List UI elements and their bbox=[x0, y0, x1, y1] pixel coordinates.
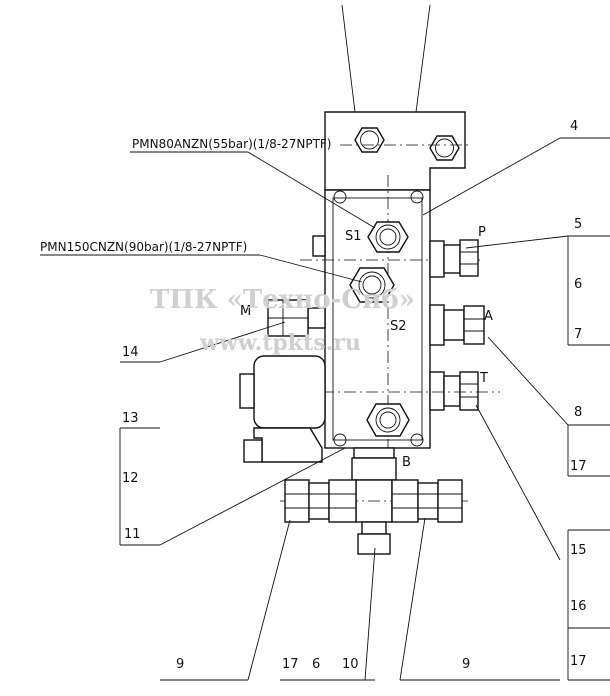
callout-9-right: 9 bbox=[462, 657, 470, 672]
port-label-t: T bbox=[479, 371, 488, 386]
mounting-block bbox=[324, 111, 470, 191]
top-leaders bbox=[341, 4, 431, 113]
callout-8: 8 bbox=[574, 405, 582, 420]
bottom-valve bbox=[366, 403, 410, 437]
relief-valve-s2 bbox=[349, 267, 395, 303]
callout-17-right-top: 17 bbox=[570, 459, 587, 474]
port-label-m: M bbox=[240, 304, 251, 319]
adapter-left bbox=[284, 479, 357, 523]
fitting-b bbox=[351, 447, 397, 555]
bottom-leaders bbox=[160, 517, 560, 681]
port-label-p: P bbox=[478, 225, 486, 240]
port-label-s2: S2 bbox=[390, 319, 407, 334]
callout-11: 11 bbox=[124, 527, 141, 542]
fitting-m bbox=[267, 299, 326, 337]
callout-9-left: 9 bbox=[176, 657, 184, 672]
callout-7: 7 bbox=[574, 327, 582, 342]
callout-4: 4 bbox=[570, 119, 578, 134]
spec-label-s1: PMN80ANZN(55bar)(1/8-27NPTF) bbox=[132, 137, 331, 151]
callout-12: 12 bbox=[122, 471, 139, 486]
callout-14: 14 bbox=[122, 345, 139, 360]
callout-17-bottom: 17 bbox=[282, 657, 299, 672]
fitting-a bbox=[429, 304, 485, 346]
callout-6-bottom: 6 bbox=[312, 657, 320, 672]
fitting-p bbox=[429, 239, 479, 278]
left-leaders bbox=[119, 321, 346, 546]
left-plug bbox=[312, 235, 326, 257]
callout-10: 10 bbox=[342, 657, 359, 672]
spec-leaders bbox=[40, 151, 376, 283]
watermark-line2: www.tpkts.ru bbox=[199, 330, 361, 356]
fitting-t bbox=[429, 371, 479, 411]
bolt-left bbox=[354, 127, 385, 153]
callout-6: 6 bbox=[574, 277, 582, 292]
spec-label-s2: PMN150CNZN(90bar)(1/8-27NPTF) bbox=[40, 240, 247, 254]
right-leaders bbox=[422, 137, 610, 681]
port-label-a: A bbox=[484, 309, 493, 324]
callout-16: 16 bbox=[570, 599, 587, 614]
callout-17-right-bottom: 17 bbox=[570, 654, 587, 669]
adapter-right bbox=[391, 479, 463, 523]
callout-13: 13 bbox=[122, 411, 139, 426]
solenoid-coil bbox=[239, 355, 326, 463]
relief-valve-s1 bbox=[367, 221, 409, 253]
callout-15: 15 bbox=[570, 543, 587, 558]
bolt-right bbox=[429, 135, 460, 161]
callout-5: 5 bbox=[574, 217, 582, 232]
watermark-line1: ТПК «Техно-Сиб» bbox=[150, 285, 415, 315]
port-label-s1: S1 bbox=[345, 229, 362, 244]
port-label-b: B bbox=[402, 455, 411, 470]
